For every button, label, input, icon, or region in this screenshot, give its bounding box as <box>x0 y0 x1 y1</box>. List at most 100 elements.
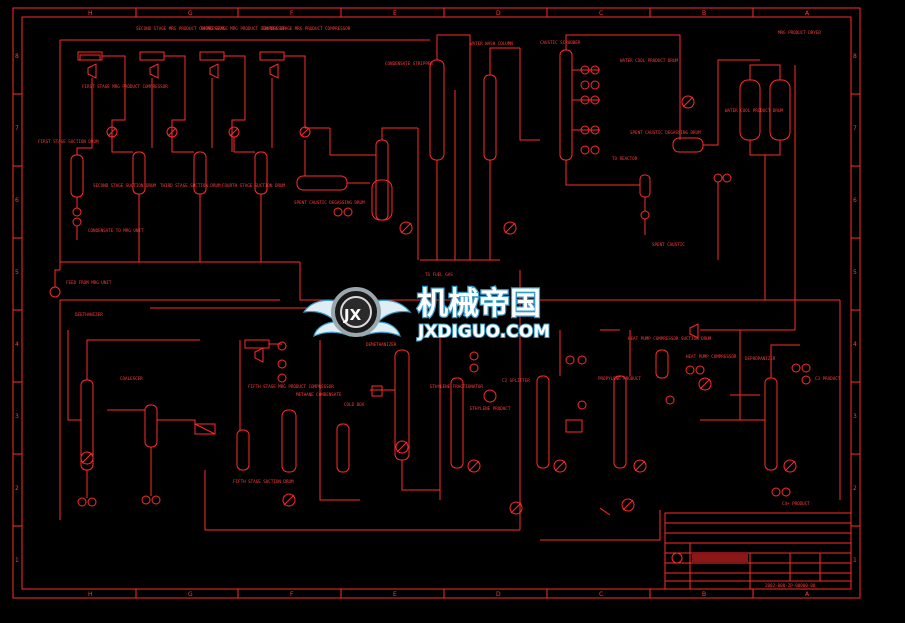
ethylene-fractionator-label: ETHYLENE FRACTIONATOR <box>430 384 483 389</box>
row-label-right: 1 <box>853 557 857 564</box>
pump-icon <box>72 207 82 217</box>
company-logo-block <box>692 554 748 562</box>
heat-pump-drum <box>655 349 669 379</box>
pump-icon <box>72 217 82 227</box>
cold-box-label: COLD BOX <box>344 402 365 407</box>
water-label: WATER COOL PRODUCT DRUM <box>620 58 678 63</box>
row-label-right: 7 <box>853 125 857 132</box>
heat-exchanger <box>194 423 216 435</box>
first-stage-drum-label: FIRST STAGE SUCTION DRUM <box>38 139 99 144</box>
methane-condensate-label: METHANE CONDENSATE <box>296 392 342 397</box>
compressor-icon <box>149 63 159 79</box>
feed-label: FEED FROM MRG UNIT <box>66 280 112 285</box>
spent-caustic-out-label: SPENT CAUSTIC <box>652 242 685 247</box>
compressor-4-label: FOURTH STAGE MRG PRODUCT COMPRESSOR <box>262 26 351 31</box>
deethanizer-label: DEETHANIZER <box>75 312 103 317</box>
first-stage-drum <box>70 154 84 198</box>
col-label-top: E <box>393 10 397 17</box>
caustic-scrubber-label: CAUSTIC SCRUBBER <box>540 40 581 45</box>
col-label-bottom: E <box>393 591 397 598</box>
compressor-3-label: THIRD STAGE MRG PRODUCT COMPRESSOR <box>200 26 286 31</box>
heat-pump-drum-label: HEAT PUMP COMPRESSOR SUCTION DRUM <box>628 336 712 341</box>
heat-pump-label: HEAT PUMP COMPRESSOR <box>686 354 737 359</box>
horizontal-drum <box>296 175 348 191</box>
logo-letters: JX <box>343 306 362 324</box>
row-label-right: 3 <box>853 413 857 420</box>
spent-caustic-drum-label: SPENT CAUSTIC DEGASSING DRUM <box>630 130 701 135</box>
compressor-5-label: FIFTH STAGE MRG PRODUCT COMPRESSOR <box>248 384 334 389</box>
third-drum-label: THIRD STAGE SUCTION DRUM <box>160 183 221 188</box>
row-label-right: 2 <box>853 485 857 492</box>
wet-product-label: WATER COOL PRODUCT DRUM <box>725 108 783 113</box>
heat-pump-compressor-icon <box>689 323 699 339</box>
col-label-top: C <box>599 10 603 17</box>
col-label-top: F <box>290 10 294 17</box>
separation-train: DEETHANIZER COALESCER FIFTH STAGE MRG PR… <box>67 312 841 541</box>
expander-icon <box>371 385 383 397</box>
to-reactor-label: TO REACTOR <box>612 156 638 161</box>
row-label-left: 2 <box>15 485 19 492</box>
compressor-2-label: SECOND STAGE MRG PRODUCT COMPRESSOR <box>136 26 225 31</box>
watermark-chinese: 机械帝国 <box>417 286 541 322</box>
scrubber-dryer-section: CAUSTIC SCRUBBER WATER COOL PRODUCT DRUM… <box>540 30 821 331</box>
demethanizer-label: DEMETHANIZER <box>366 342 397 347</box>
caustic-label: SPENT CAUSTIC DEGASSING DRUM <box>294 200 365 205</box>
row-label-left: 7 <box>15 125 19 132</box>
col-label-bottom: H <box>88 591 93 598</box>
row-label-right: 4 <box>853 341 857 348</box>
company-seal-icon <box>671 552 683 564</box>
caustic-scrubber <box>559 49 573 161</box>
propylene-column <box>613 375 627 469</box>
water-wash-label: WATER WASH COLUMN <box>470 41 513 46</box>
c3-label: C3 PRODUCT <box>815 376 841 381</box>
dryer-label: MRG PRODUCT DRYER <box>778 30 821 35</box>
controller-box <box>565 419 583 433</box>
outlet-label: TO FUEL GAS <box>425 272 453 277</box>
compressor-icon <box>87 63 97 79</box>
cold-box <box>336 423 350 473</box>
c2-splitter <box>536 375 550 469</box>
water-wash-column <box>429 59 445 161</box>
col-label-bottom: D <box>496 591 501 598</box>
watermark: JX 机械帝国 JXDIGUO.COM <box>302 285 551 343</box>
drawing-number: 2002-000-2P-00000-00 <box>765 583 816 588</box>
fourth-drum-label: FOURTH STAGE SUCTION DRUM <box>222 183 286 188</box>
to-cooling-label: CONDENSATE TO MRG UNIT <box>88 228 144 233</box>
col-label-bottom: G <box>188 591 193 598</box>
col-label-bottom: C <box>599 591 603 598</box>
col-label-top: D <box>496 10 501 17</box>
watermark-english: JXDIGUO.COM <box>417 322 550 342</box>
col-label-top: G <box>188 10 193 17</box>
sheet-border <box>12 7 861 599</box>
c2-splitter-label: C2 SPLITTER <box>502 378 530 383</box>
col-label-bottom: F <box>290 591 294 598</box>
col-label-top: B <box>702 10 706 17</box>
row-label-right: 6 <box>853 197 857 204</box>
row-label-left: 4 <box>15 341 19 348</box>
depropanizer <box>764 377 778 471</box>
row-label-right: 5 <box>853 269 857 276</box>
row-label-right: 8 <box>853 53 857 60</box>
reboiler-icon <box>399 221 413 235</box>
col-label-top: A <box>805 10 810 17</box>
deethanizer <box>80 379 94 471</box>
compressor-icon <box>269 63 279 79</box>
ethylene-product-label: ETHYLENE PRODUCT <box>470 406 511 411</box>
fifth-stage-drum <box>236 429 250 471</box>
compressor-icon <box>209 63 219 79</box>
col-label-bottom: A <box>805 591 810 598</box>
coalescer-label: COALESCER <box>120 376 143 381</box>
wet-product-drum <box>672 137 704 153</box>
row-label-left: 1 <box>15 557 19 564</box>
flash-drum <box>639 174 651 198</box>
feed-source-icon <box>49 286 61 298</box>
fifth-drum-label: FIFTH STAGE SUCTION DRUM <box>233 479 294 484</box>
second-drum-label: SECOND STAGE SUCTION DRUM <box>93 183 157 188</box>
cooler-icon <box>299 126 311 138</box>
ethylene-fractionator <box>450 377 464 469</box>
row-label-left: 8 <box>15 53 19 60</box>
title-block: 2002-000-2P-00000-00 <box>664 512 852 590</box>
condensate-stripper-label: CONDENSATE STRIPPER <box>385 61 433 66</box>
row-label-left: 5 <box>15 269 19 276</box>
